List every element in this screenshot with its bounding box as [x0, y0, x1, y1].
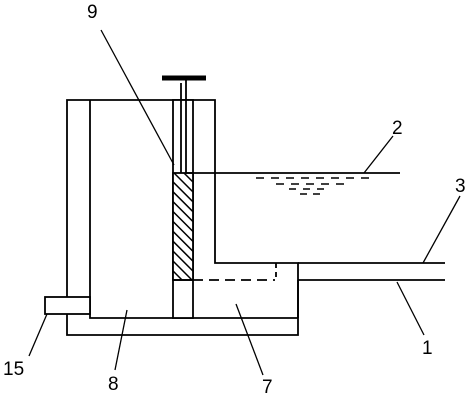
leader-15: [28, 313, 48, 357]
leader-2: [363, 135, 394, 174]
leader-8: [114, 309, 128, 371]
apparatus-body: [44, 75, 445, 336]
leader-9: [100, 29, 175, 166]
water-surface-dashes: [256, 177, 369, 195]
leader-lines: [28, 29, 461, 376]
leader-3: [422, 195, 461, 264]
outlet-pipe: [44, 296, 91, 315]
label-8: 8: [108, 374, 119, 395]
label-15: 15: [3, 359, 24, 380]
tank-inner-wall: [89, 100, 298, 319]
leader-7: [235, 303, 264, 376]
hatched-section: [172, 172, 194, 281]
label-3: 3: [455, 176, 466, 197]
label-2: 2: [392, 118, 403, 139]
label-9: 9: [87, 2, 98, 23]
label-7: 7: [262, 377, 273, 398]
leader-1: [396, 281, 425, 336]
label-1: 1: [422, 338, 433, 359]
